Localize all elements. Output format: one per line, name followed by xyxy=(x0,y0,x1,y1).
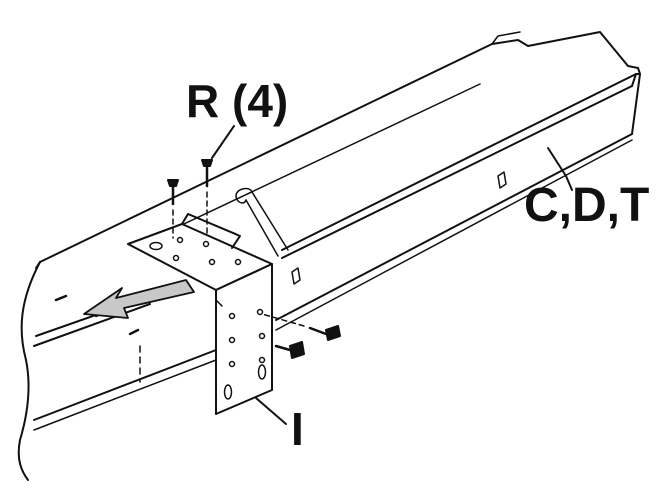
screws-label: R (4) xyxy=(186,75,289,127)
wood-screw-icon xyxy=(167,125,341,359)
bracket-label: I xyxy=(291,403,304,455)
rail-beam xyxy=(17,31,641,481)
rail-leader xyxy=(547,147,573,191)
bracket-i xyxy=(127,213,287,425)
rail-label: C,D,T xyxy=(524,179,650,232)
arrow-left-down-icon xyxy=(83,279,195,319)
